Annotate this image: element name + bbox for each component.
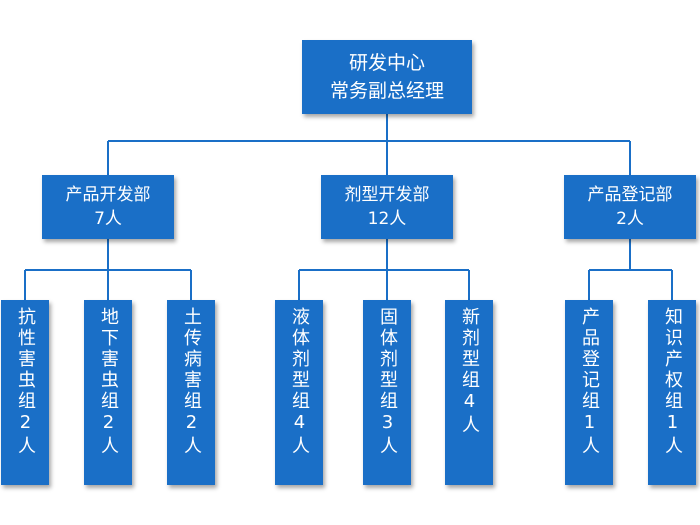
dept-box-product-registration: 产品登记部 2人 (564, 175, 696, 239)
dept-headcount: 12人 (367, 209, 407, 229)
team-box-soil-pests: 地下害虫组2人 (84, 300, 132, 485)
team-label: 新剂型组4人 (459, 307, 480, 436)
dept-headcount: 7人 (94, 209, 122, 229)
dept-box-formulation-development: 剂型开发部 12人 (321, 175, 453, 239)
team-label: 地下害虫组2人 (98, 307, 119, 457)
team-box-new-formulation: 新剂型组4人 (445, 300, 493, 485)
team-box-solid-formulation: 固体剂型组3人 (363, 300, 411, 485)
team-label: 液体剂型组4人 (289, 307, 310, 457)
team-label: 抗性害虫组2人 (15, 307, 36, 457)
team-box-liquid-formulation: 液体剂型组4人 (275, 300, 323, 485)
team-box-resistant-pests: 抗性害虫组2人 (1, 300, 49, 485)
dept-name: 产品登记部 (587, 185, 673, 205)
dept-box-product-development: 产品开发部 7人 (42, 175, 174, 239)
dept-name: 剂型开发部 (344, 185, 430, 205)
dept-name: 产品开发部 (65, 185, 151, 205)
team-label: 土传病害组2人 (181, 307, 202, 457)
team-box-soilborne-diseases: 土传病害组2人 (167, 300, 215, 485)
root-subtitle: 常务副总经理 (329, 80, 444, 102)
team-label: 产品登记组1人 (579, 307, 600, 457)
team-box-intellectual-property: 知识产权组1人 (648, 300, 696, 485)
root-box-rd-center-manager: 研发中心 常务副总经理 (302, 40, 472, 114)
team-label: 知识产权组1人 (662, 307, 683, 457)
team-box-product-registration: 产品登记组1人 (565, 300, 613, 485)
dept-headcount: 2人 (616, 209, 644, 229)
root-title: 研发中心 (348, 52, 425, 74)
team-label: 固体剂型组3人 (377, 307, 398, 457)
